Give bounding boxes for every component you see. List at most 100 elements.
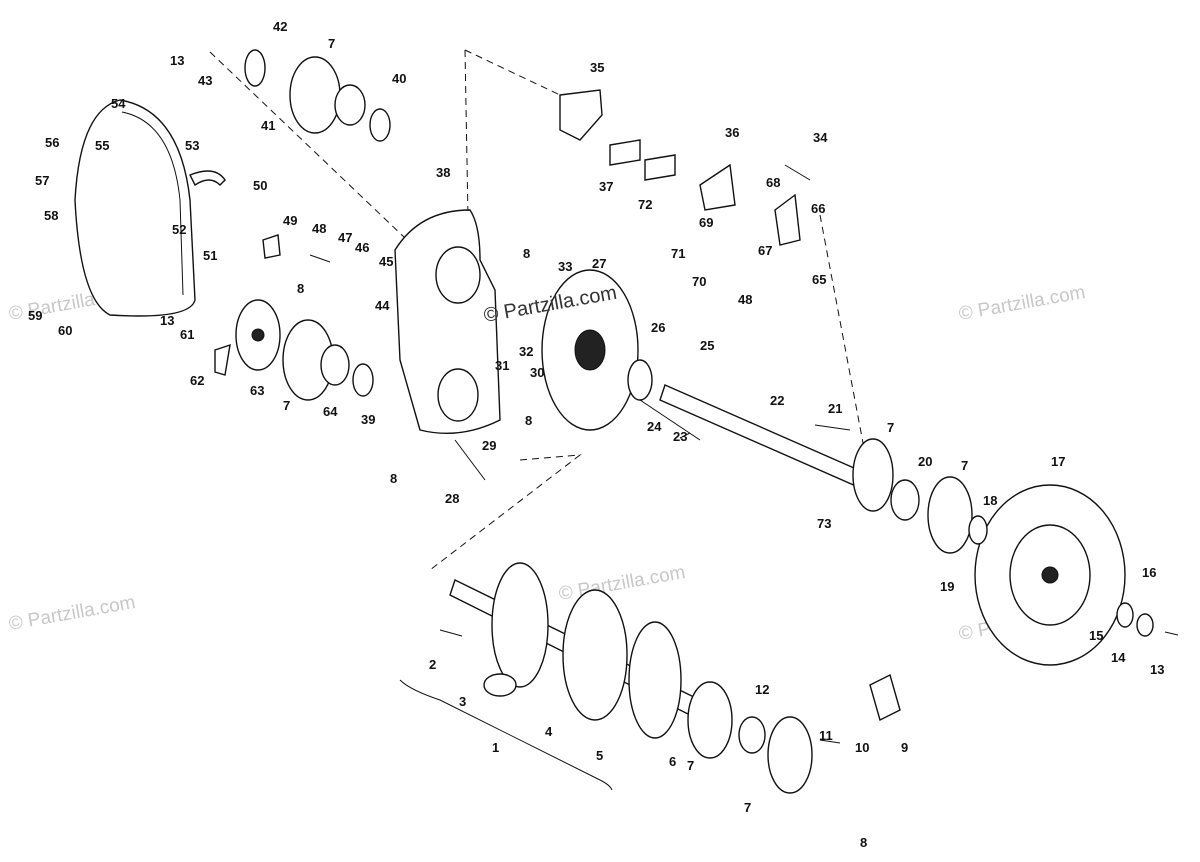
brake-pad bbox=[644, 154, 676, 181]
watermark-lower-left: © Partzilla.com bbox=[7, 592, 137, 635]
callout-label: 13 bbox=[170, 53, 184, 68]
callout-label: 7 bbox=[283, 398, 290, 413]
drive-hub bbox=[628, 621, 682, 739]
bolt bbox=[454, 439, 486, 481]
callout-label: 58 bbox=[44, 208, 58, 223]
driven-pulley-hub bbox=[1041, 566, 1059, 584]
callout-label: 46 bbox=[355, 240, 369, 255]
callout-label: 6 bbox=[669, 754, 676, 769]
callout-label: 7 bbox=[328, 36, 335, 51]
callout-label: 45 bbox=[379, 254, 393, 269]
callout-label: 7 bbox=[687, 758, 694, 773]
callout-label: 26 bbox=[651, 320, 665, 335]
callout-label: 42 bbox=[273, 19, 287, 34]
assembly-line bbox=[464, 49, 561, 96]
bearing bbox=[334, 84, 366, 126]
callout-label: 2 bbox=[429, 657, 436, 672]
flange-plate bbox=[927, 476, 973, 554]
callout-label: 44 bbox=[375, 298, 390, 313]
callout-label: 73 bbox=[817, 516, 831, 531]
callout-label: 10 bbox=[855, 740, 869, 755]
callout-label: 21 bbox=[828, 401, 842, 416]
callout-label: 1 bbox=[492, 740, 499, 755]
callout-label: 51 bbox=[203, 248, 217, 263]
sprocket-26 bbox=[627, 359, 653, 401]
brake-lever bbox=[774, 193, 801, 246]
callout-label: 8 bbox=[390, 471, 397, 486]
assembly-line bbox=[429, 454, 582, 571]
bolt bbox=[819, 739, 841, 744]
callout-label: 19 bbox=[940, 579, 954, 594]
callout-layer: 1 2 3 4 5 6 7 8 9 10 11 12 13 14 15 16 1… bbox=[28, 19, 1164, 850]
callout-label: 65 bbox=[812, 272, 826, 287]
bearing bbox=[738, 716, 766, 754]
bolt bbox=[784, 164, 811, 181]
callout-label: 8 bbox=[860, 835, 867, 850]
callout-label: 62 bbox=[190, 373, 204, 388]
callout-label: 63 bbox=[250, 383, 264, 398]
callout-label: 14 bbox=[1111, 650, 1126, 665]
callout-label: 54 bbox=[111, 96, 126, 111]
flange-plate bbox=[852, 438, 894, 512]
callout-label: 69 bbox=[699, 215, 713, 230]
housing-bore-lower bbox=[437, 368, 479, 422]
callout-label: 5 bbox=[596, 748, 603, 763]
drive-sprocket-inner bbox=[491, 562, 549, 688]
callout-label: 61 bbox=[180, 327, 194, 342]
callout-label: 13 bbox=[1150, 662, 1164, 677]
washer bbox=[1136, 613, 1154, 637]
callout-label: 70 bbox=[692, 274, 706, 289]
callout-label: 7 bbox=[961, 458, 968, 473]
key bbox=[814, 424, 851, 431]
callout-label: 20 bbox=[918, 454, 932, 469]
callout-label: 48 bbox=[738, 292, 752, 307]
callout-label: 56 bbox=[45, 135, 59, 150]
retaining-ring bbox=[369, 108, 391, 142]
callout-label: 8 bbox=[297, 281, 304, 296]
bolt bbox=[679, 432, 691, 439]
callout-label: 49 bbox=[283, 213, 297, 228]
callout-label: 66 bbox=[811, 201, 825, 216]
callout-label: 30 bbox=[530, 365, 544, 380]
callout-label: 40 bbox=[392, 71, 406, 86]
brake-bracket bbox=[559, 89, 603, 141]
chaincase-cover bbox=[74, 99, 196, 317]
callout-label: 72 bbox=[638, 197, 652, 212]
retaining-ring bbox=[352, 363, 374, 397]
callout-label: 37 bbox=[599, 179, 613, 194]
chaincase-cover-rim bbox=[121, 111, 184, 296]
callout-label: 17 bbox=[1051, 454, 1065, 469]
callout-label: 52 bbox=[172, 222, 186, 237]
clamp bbox=[483, 673, 517, 697]
flange-plate bbox=[289, 56, 341, 134]
callout-label: 8 bbox=[525, 413, 532, 428]
callout-label: 15 bbox=[1089, 628, 1103, 643]
callout-label: 29 bbox=[482, 438, 496, 453]
callout-label: 27 bbox=[592, 256, 606, 271]
callout-label: 50 bbox=[253, 178, 267, 193]
chain-tensioner-shoe bbox=[189, 170, 226, 187]
tensioner-pad bbox=[262, 234, 281, 259]
callout-label: 53 bbox=[185, 138, 199, 153]
callout-label: 16 bbox=[1142, 565, 1156, 580]
housing-bore-upper bbox=[435, 246, 481, 304]
upper-sprocket bbox=[244, 49, 266, 87]
callout-label: 7 bbox=[744, 800, 751, 815]
flange-plate bbox=[687, 681, 733, 759]
callout-label: 43 bbox=[198, 73, 212, 88]
watermark-right: © Partzilla.com bbox=[957, 282, 1087, 325]
callout-label: 47 bbox=[338, 230, 352, 245]
callout-label: 22 bbox=[770, 393, 784, 408]
callout-label: 23 bbox=[673, 429, 687, 444]
callout-label: 67 bbox=[758, 243, 772, 258]
callout-label: 18 bbox=[983, 493, 997, 508]
retaining-ring bbox=[968, 515, 988, 545]
callout-label: 60 bbox=[58, 323, 72, 338]
callout-label: 28 bbox=[445, 491, 459, 506]
callout-label: 33 bbox=[558, 259, 572, 274]
callout-label: 34 bbox=[813, 130, 828, 145]
callout-label: 38 bbox=[436, 165, 450, 180]
assembly-bracket-1 bbox=[399, 679, 613, 791]
callout-label: 57 bbox=[35, 173, 49, 188]
